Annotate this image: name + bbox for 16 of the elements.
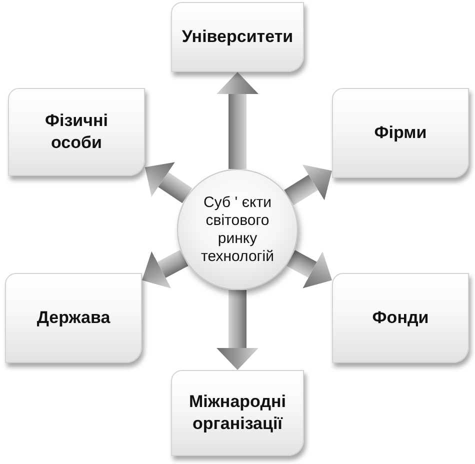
box-label: Міжнародні організації xyxy=(188,390,287,435)
block-arrow xyxy=(216,72,258,169)
box-label: Фізичні особи xyxy=(44,110,109,154)
block-arrow xyxy=(216,290,258,370)
box-label: Університети xyxy=(182,26,294,48)
entity-box xyxy=(8,88,145,176)
entity-box xyxy=(332,273,469,363)
entity-box xyxy=(171,370,304,456)
central-circle xyxy=(177,169,298,290)
box-label: Держава xyxy=(36,306,110,329)
entity-box xyxy=(332,88,469,178)
circle-label: Суб ' єкти світового ринку технологій xyxy=(200,194,275,266)
box-label: Фонди xyxy=(372,306,429,329)
entity-box xyxy=(5,273,142,363)
entity-box xyxy=(171,2,304,72)
box-label: Фірми xyxy=(374,122,427,144)
